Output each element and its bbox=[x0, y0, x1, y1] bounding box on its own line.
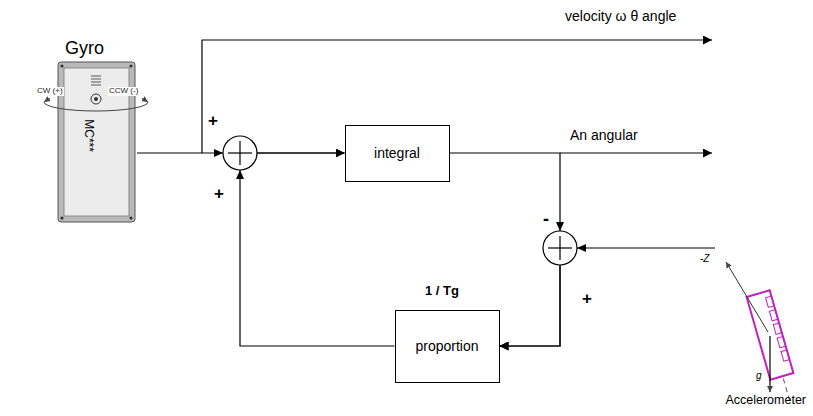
signal-name: An angular bbox=[570, 128, 638, 143]
accelerometer-sensor: Accelerometer bbox=[715, 232, 808, 410]
signal-connector bbox=[500, 248, 716, 346]
signal-wire bbox=[202, 40, 712, 153]
signal-name: velocity ω θ angle bbox=[565, 9, 676, 24]
sign-label: - bbox=[543, 210, 549, 230]
node-text: integral bbox=[374, 145, 420, 162]
summing-junction bbox=[543, 231, 577, 265]
node-text: proportion bbox=[415, 338, 478, 355]
sign-label: + bbox=[208, 112, 218, 131]
sign-label: + bbox=[214, 185, 224, 204]
axis-label: -Z bbox=[700, 253, 709, 264]
node-text: Accelerometer bbox=[725, 393, 806, 408]
axis-label: g bbox=[756, 370, 762, 381]
sign-label: + bbox=[582, 290, 592, 309]
gyro-sensor: Gyro bbox=[55, 38, 137, 224]
node-text: Gyro bbox=[65, 38, 104, 60]
gain-label: 1 / Tg bbox=[425, 284, 459, 298]
rotation-label: CCW (-) bbox=[108, 87, 139, 96]
chip-marking: MC*** bbox=[82, 119, 95, 152]
process-box: integral bbox=[345, 125, 450, 182]
process-box: proportion bbox=[395, 310, 500, 383]
rotation-label: CW (+) bbox=[36, 87, 64, 96]
signal-connector bbox=[240, 153, 395, 346]
accelerometer-sensor bbox=[726, 262, 793, 402]
summing-junction bbox=[223, 136, 257, 170]
gyro-chip bbox=[44, 62, 148, 222]
